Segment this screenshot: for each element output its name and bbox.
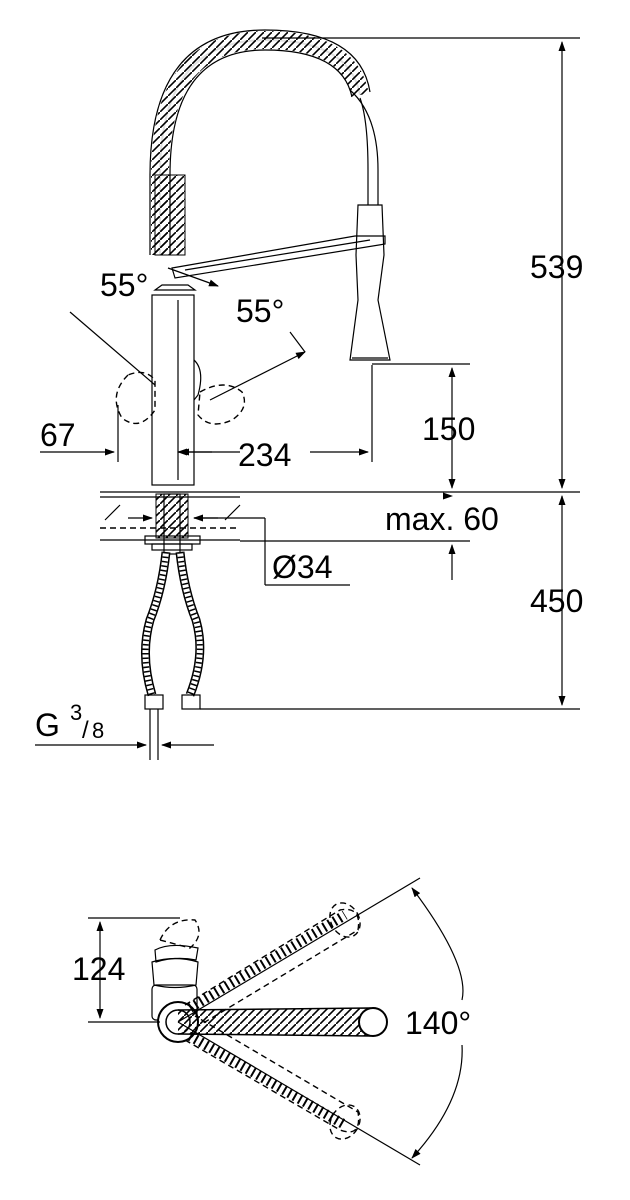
- dim-swivel-angle: [177, 877, 464, 1166]
- spray-head: [349, 204, 391, 361]
- label-swivel-angle: 140°: [405, 1005, 471, 1041]
- top-view: 140° 124: [72, 877, 471, 1166]
- side-view: 539 150 234 67 55° 55°: [35, 29, 583, 760]
- dim-height-539: [262, 37, 580, 489]
- handle-positions: [69, 267, 306, 425]
- label-max-deck: max. 60: [385, 501, 499, 537]
- dim-swivel-124: [88, 917, 180, 1023]
- label-angle-left: 55°: [100, 267, 148, 303]
- dim-hole-diameter: [128, 514, 350, 586]
- label-thread-slash: /: [82, 717, 89, 744]
- label-thread-num: 3: [70, 700, 82, 725]
- dim-reach-234: [178, 365, 373, 462]
- label-reach-234: 234: [238, 437, 291, 473]
- label-clearance-150: 150: [422, 411, 475, 447]
- spout-lower-dashed: [184, 1015, 361, 1140]
- label-thread-den: 8: [92, 718, 104, 743]
- label-hose-450: 450: [530, 583, 583, 619]
- faucet-body: [151, 284, 202, 486]
- supply-hoses: [140, 551, 205, 760]
- label-swivel-124: 124: [72, 951, 125, 987]
- spout-center: [157, 1001, 388, 1043]
- spout-arm: [171, 235, 386, 279]
- label-hole-diameter: Ø34: [272, 549, 332, 585]
- spout-upper-dashed: [184, 902, 361, 1029]
- label-angle-right: 55°: [236, 293, 284, 329]
- mounting-shank: [144, 493, 201, 555]
- label-thread: G: [35, 707, 60, 743]
- dim-max-deck: [240, 540, 470, 580]
- dim-handle-67: [40, 405, 119, 462]
- spring-coil: [149, 29, 371, 256]
- dim-hose-450: [200, 495, 580, 710]
- label-height-539: 539: [530, 249, 583, 285]
- dim-clearance-150: [372, 363, 470, 489]
- label-handle-67: 67: [40, 417, 76, 453]
